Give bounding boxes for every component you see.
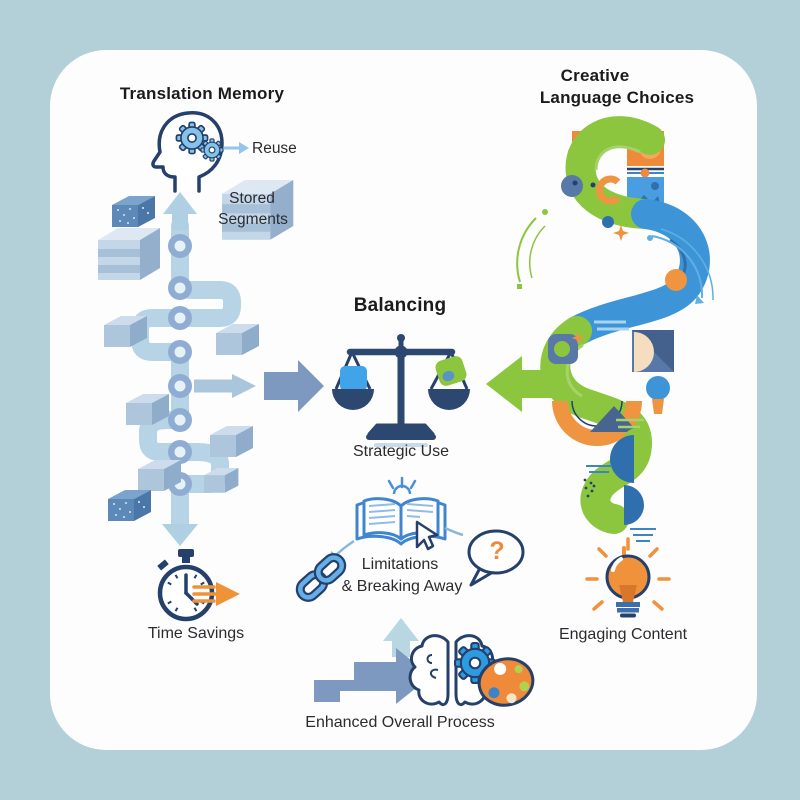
stored-label-line1: Stored [229, 190, 275, 207]
path-down-arrow-icon [162, 524, 198, 546]
balance-scale-icon [332, 334, 470, 447]
up-arrow-icon [383, 618, 419, 657]
reuse-label: Reuse [252, 140, 297, 157]
gear-icon [200, 138, 224, 162]
path-up-arrow-icon [163, 192, 197, 230]
question-bubble-icon [467, 529, 525, 587]
stored-label-line2: Segments [218, 211, 288, 228]
translation-memory-path [98, 192, 259, 546]
open-book-icon [355, 476, 447, 551]
limitations-label-line2: & Breaking Away [341, 578, 463, 595]
time-savings-label: Time Savings [147, 625, 245, 642]
chain-link-icon [295, 553, 347, 602]
left-title: Translation Memory [119, 84, 285, 103]
bent-arrow-icon [314, 648, 431, 704]
cursor-icon [415, 520, 439, 551]
reuse-arrow-icon [224, 142, 249, 154]
strategic-use-label: Strategic Use [352, 443, 450, 460]
stored-segments-box [222, 180, 294, 240]
memory-head-icon [151, 111, 224, 193]
engaging-content-label: Engaging Content [558, 626, 688, 643]
enhanced-process-label: Enhanced Overall Process [305, 714, 495, 731]
palette-icon [477, 657, 535, 707]
left-merge-arrow-icon [264, 360, 324, 412]
memory-stack-icon [98, 228, 160, 280]
stopwatch-icon [157, 549, 240, 622]
lightbulb-icon [585, 537, 671, 618]
speed-arrow-icon [192, 582, 240, 606]
curved-connector [444, 526, 464, 537]
limitations-label-line1: Limitations [361, 556, 439, 573]
enhanced-process-icons [314, 618, 535, 707]
creative-ribbon-graphic [516, 116, 714, 561]
question-mark: ? [489, 537, 505, 565]
right-title-line2: Language Choices [539, 88, 695, 107]
right-title-line1: Creative [560, 66, 630, 85]
data-cube-icon [112, 196, 155, 227]
center-title: Balancing [353, 295, 447, 316]
